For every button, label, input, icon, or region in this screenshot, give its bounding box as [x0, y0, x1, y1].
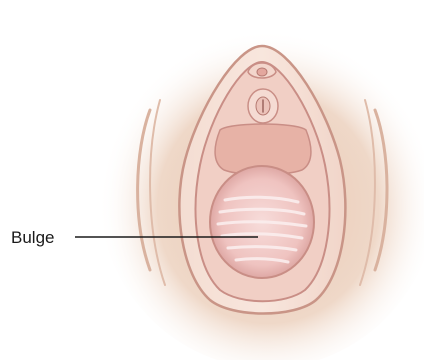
- bulge-label: Bulge: [11, 228, 54, 247]
- clitoris: [257, 68, 267, 76]
